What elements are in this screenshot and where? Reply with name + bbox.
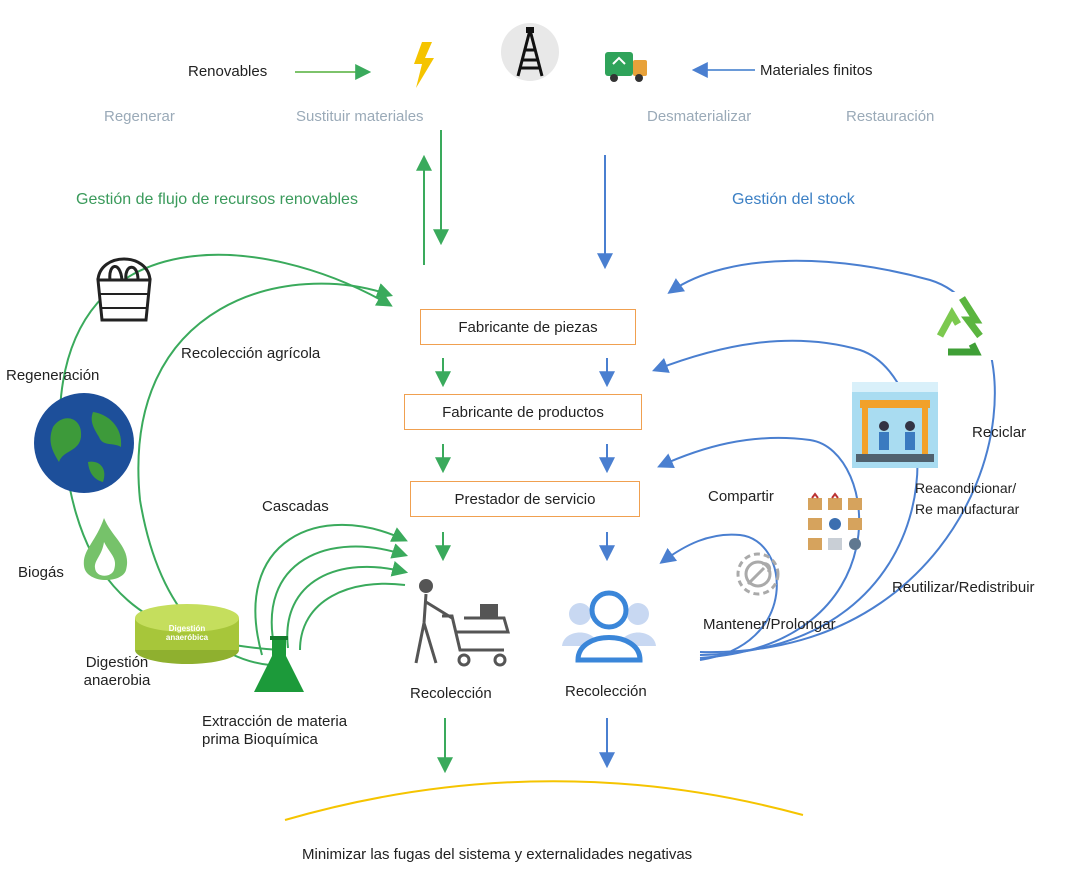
flame-icon (83, 518, 128, 581)
maintain-label: Mantener/Prolongar (703, 616, 836, 633)
bottom-caption: Minimizar las fugas del sistema y extern… (302, 846, 693, 863)
refurbish-label: Reacondicionar/ Re manufacturar (915, 480, 1020, 517)
basket-icon (96, 257, 152, 322)
recycling-truck-icon (605, 52, 647, 82)
share-loop (657, 436, 861, 659)
shopping-cart-person-icon (414, 579, 510, 667)
agricultural-collection-label: Recolección agrícola (181, 345, 321, 362)
recycle-icon (928, 292, 996, 360)
parts-manufacturer-box: Fabricante de piezas (420, 309, 636, 345)
reuse-label: Reutilizar/Redistribuir (892, 579, 1035, 596)
renewables-label: Renovables (188, 63, 268, 80)
lightning-icon (414, 42, 434, 88)
collection-label-left: Recolección (410, 685, 492, 702)
digester-tank-label: Digestión anaeróbica (165, 624, 209, 642)
product-manufacturer-box: Fabricante de productos (404, 394, 642, 430)
oil-derrick-icon (501, 23, 559, 81)
principle-substitute: Sustituir materiales (296, 108, 424, 125)
principle-restore: Restauración (846, 108, 935, 125)
biochemical-extraction-label: Extracción de materia prima Bioquímica (202, 713, 348, 748)
cascade-loop-4 (299, 582, 406, 651)
user-group-icon (562, 590, 656, 663)
renewable-flow-heading: Gestión de flujo de recursos renovables (76, 191, 358, 208)
cascade-loop-1 (254, 524, 408, 656)
service-provider-box: Prestador de servicio (410, 481, 640, 517)
finite-materials-label: Materiales finitos (760, 62, 873, 79)
share-label: Compartir (708, 488, 774, 505)
digester-tank-icon (135, 604, 239, 664)
earth-globe-icon (34, 393, 134, 493)
regeneration-loop (59, 253, 393, 411)
leakage-arc (284, 780, 804, 821)
boxes-grid-icon (808, 492, 862, 550)
stock-heading: Gestión del stock (732, 191, 855, 208)
gear-wrench-icon (736, 552, 780, 596)
regeneration-label: Regeneración (6, 367, 100, 384)
principle-regenerate: Regenerar (104, 108, 175, 125)
agricultural-loop (137, 282, 394, 501)
anaerobic-digestion-label: Digestión anaerobia (83, 654, 151, 689)
factory-icon (852, 382, 938, 468)
recycle-label: Reciclar (972, 424, 1027, 441)
cascade-loop-2 (270, 543, 409, 651)
biogas-label: Biogás (18, 564, 64, 581)
principle-dematerialize: Desmaterializar (647, 108, 752, 125)
cascade-loop-3 (286, 561, 409, 649)
flask-icon (254, 636, 304, 692)
maintain-loop (659, 533, 778, 661)
collection-label-right: Recolección (565, 683, 647, 700)
cascades-label: Cascadas (262, 498, 329, 515)
